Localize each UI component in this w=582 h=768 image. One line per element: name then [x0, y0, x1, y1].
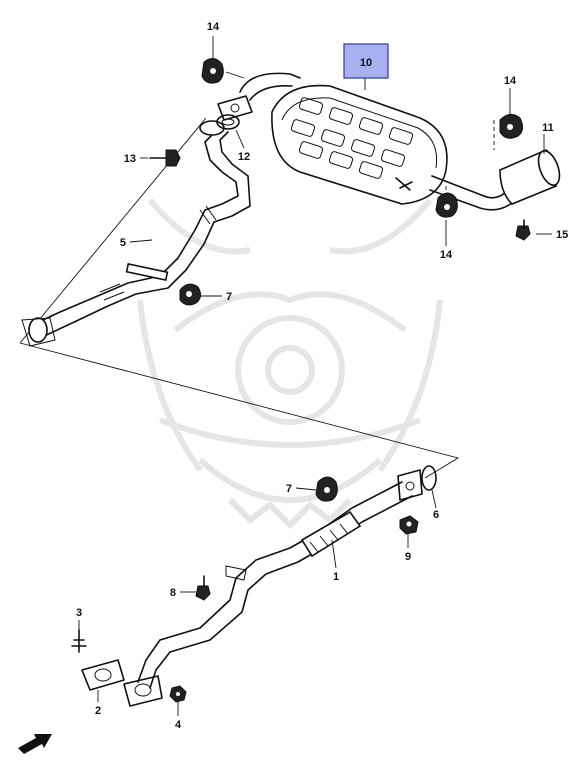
muffler-10: [239, 72, 517, 211]
assembly-boundary-line: [19, 342, 460, 479]
front-pipe-5: [21, 120, 251, 347]
hanger-7-upper: [179, 283, 202, 306]
callout-part-10[interactable]: 10: [360, 57, 372, 69]
muffler-pattern: [290, 97, 414, 179]
callout-part-6[interactable]: 6: [433, 509, 439, 521]
gasket-6: [397, 465, 437, 501]
callout-part-14-right[interactable]: 14: [504, 75, 517, 87]
callout-part-3[interactable]: 3: [76, 607, 82, 619]
callout-part-5[interactable]: 5: [120, 237, 126, 249]
bolt-13: [149, 149, 181, 167]
flange-front: [123, 675, 163, 707]
callout-part-8[interactable]: 8: [170, 587, 176, 599]
callout-labels: 14 10 14 11 12 13 5 14 15 7 7 6 9 1 8 3 …: [76, 21, 568, 731]
callout-part-11[interactable]: 11: [542, 122, 554, 134]
callout-part-7-upper[interactable]: 7: [226, 291, 232, 303]
hanger-14-right: [499, 114, 524, 139]
bolt-8: [195, 575, 211, 601]
callout-part-4[interactable]: 4: [175, 719, 182, 731]
callout-part-9[interactable]: 9: [405, 551, 411, 563]
callout-part-15[interactable]: 15: [556, 229, 568, 241]
samurai-helmet-watermark: [137, 198, 443, 530]
callout-part-7-lower[interactable]: 7: [286, 483, 292, 495]
flange-upper: [217, 95, 253, 121]
center-pipe-1: [137, 481, 413, 689]
stud-3: [71, 629, 87, 653]
front-arrow-icon: [18, 734, 52, 754]
leader-lines: [78, 36, 552, 716]
callout-part-1[interactable]: 1: [333, 571, 339, 583]
nut-9: [399, 515, 419, 535]
tail-pipe-11: [499, 149, 561, 205]
hanger-14-top: [201, 58, 224, 84]
hanger-7-lower: [315, 476, 338, 502]
callout-part-12[interactable]: 12: [238, 151, 250, 163]
callout-part-2[interactable]: 2: [95, 705, 101, 717]
callout-part-13[interactable]: 13: [124, 153, 136, 165]
hanger-14-lower: [435, 192, 458, 218]
part-10-highlight: [343, 43, 389, 79]
gasket-2: [81, 659, 125, 691]
callout-part-14-top[interactable]: 14: [207, 21, 220, 33]
nut-4: [169, 685, 187, 703]
callout-part-14-lower[interactable]: 14: [440, 249, 453, 261]
bolt-15: [515, 219, 531, 241]
